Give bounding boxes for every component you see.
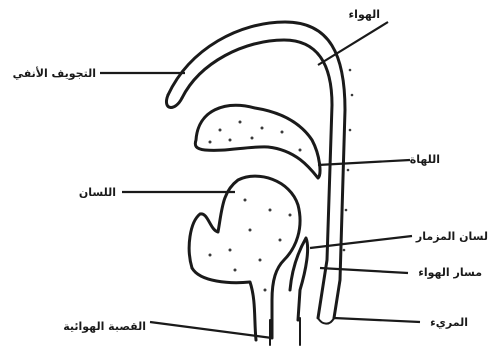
label-tongue: اللسان [79,186,116,199]
label-air: الهواء [349,8,380,21]
leader-epiglottis [310,236,412,248]
label-nasal-cavity: التجويف الأنفي [13,66,96,80]
leader-air-path [320,268,408,273]
nostril [166,95,182,107]
leader-pharynx [334,318,420,322]
hard-palate [195,105,320,178]
label-air-path: مسار الهواء [418,266,482,279]
leader-air [318,22,388,65]
outer-arch [168,22,345,318]
label-vocal-cords: القصبة الهوائية [63,320,146,333]
label-pharynx: المريء [430,316,468,329]
label-uvula: اللهاة [410,153,440,166]
label-epiglottis: لسان المزمار [415,230,488,243]
leader-uvula [318,160,410,165]
esophagus [318,318,334,324]
